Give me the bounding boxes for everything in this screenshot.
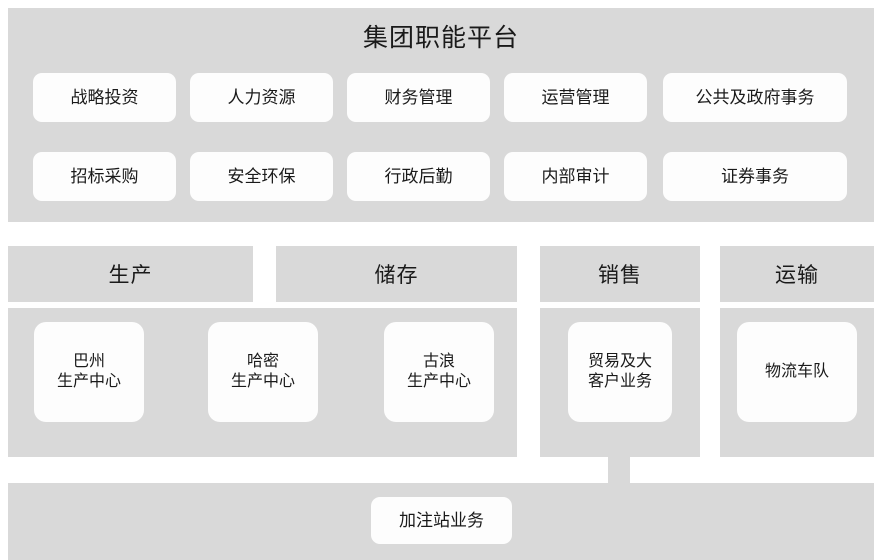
unit-card-trade-key-account-business[interactable]: 贸易及大 客户业务 — [568, 322, 672, 422]
unit-card-line-2: 生产中心 — [56, 373, 121, 390]
function-card-public-government-affairs[interactable]: 公共及政府事务 — [663, 73, 847, 122]
function-card-bidding-procurement[interactable]: 招标采购 — [33, 152, 176, 201]
unit-card-refueling-station-business[interactable]: 加注站业务 — [371, 497, 512, 544]
unit-card-gulang-production-center[interactable]: 古浪 生产中心 — [384, 322, 494, 422]
chain-header-transport: 运输 — [720, 246, 874, 302]
unit-card-line-1: 哈密 — [246, 352, 279, 370]
unit-card-line-2: 生产中心 — [230, 373, 295, 390]
function-card-safety-environment[interactable]: 安全环保 — [190, 152, 333, 201]
unit-card-line-1: 贸易及大 — [587, 352, 652, 370]
function-card-strategic-investment[interactable]: 战略投资 — [33, 73, 176, 122]
function-card-operations-management[interactable]: 运营管理 — [504, 73, 647, 122]
function-card-securities-affairs[interactable]: 证券事务 — [663, 152, 847, 201]
unit-card-line-2: 客户业务 — [587, 373, 652, 390]
unit-card-hami-production-center[interactable]: 哈密 生产中心 — [208, 322, 318, 422]
unit-card-line-2: 生产中心 — [406, 373, 471, 390]
function-card-human-resources[interactable]: 人力资源 — [190, 73, 333, 122]
function-card-administration-logistics[interactable]: 行政后勤 — [347, 152, 490, 201]
unit-card-bazhou-production-center[interactable]: 巴州 生产中心 — [34, 322, 144, 422]
unit-card-line-1: 巴州 — [72, 352, 105, 370]
unit-card-logistics-fleet[interactable]: 物流车队 — [737, 322, 857, 422]
page-title: 集团职能平台 — [362, 24, 519, 52]
connector-sales-to-station — [608, 455, 630, 485]
function-card-financial-management[interactable]: 财务管理 — [347, 73, 490, 122]
chain-header-production: 生产 — [8, 246, 253, 302]
function-card-internal-audit[interactable]: 内部审计 — [504, 152, 647, 201]
chain-header-storage: 储存 — [276, 246, 517, 302]
unit-card-line-1: 古浪 — [422, 352, 455, 370]
chain-header-sales: 销售 — [540, 246, 700, 302]
